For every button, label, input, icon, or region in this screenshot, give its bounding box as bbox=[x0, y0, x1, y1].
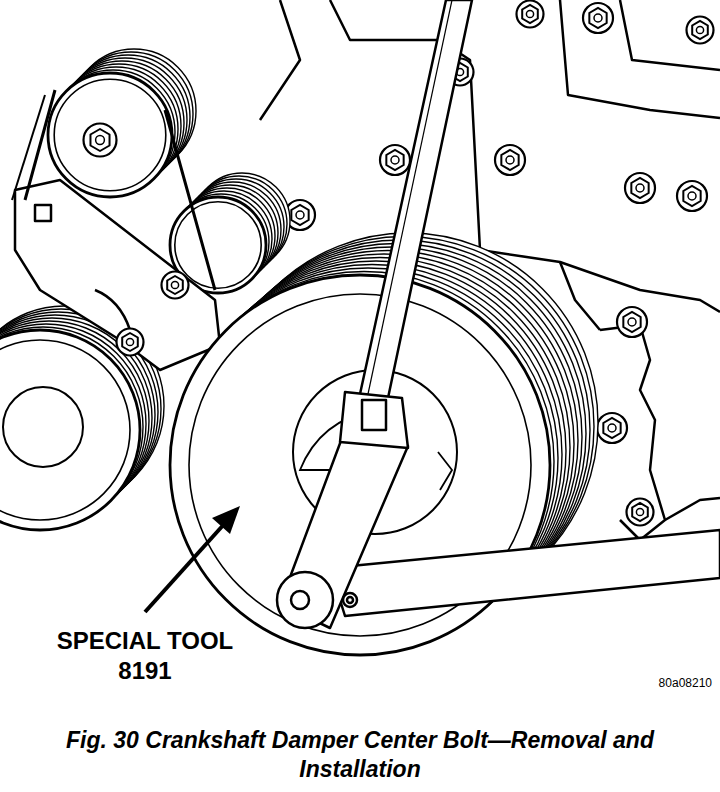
bolt-washer bbox=[617, 307, 647, 337]
tensioner-arm bbox=[95, 290, 130, 330]
cover-edge bbox=[260, 0, 300, 120]
bolt-center bbox=[96, 136, 105, 145]
lower-pulley bbox=[0, 306, 164, 530]
bolt-center bbox=[391, 156, 399, 164]
tool-lever bbox=[280, 438, 408, 628]
bolt-center bbox=[636, 184, 644, 192]
holder-handle bbox=[330, 530, 720, 616]
leader-line bbox=[145, 522, 226, 612]
bolt-head bbox=[632, 503, 648, 521]
bolt bbox=[495, 145, 525, 175]
lever-pin bbox=[347, 597, 353, 603]
lever-end bbox=[277, 572, 333, 628]
bolt-head bbox=[291, 205, 308, 225]
bolt-washer bbox=[162, 272, 189, 299]
cover-edge bbox=[665, 498, 720, 520]
drive-belt bbox=[12, 95, 45, 200]
figure-code: 80a08210 bbox=[600, 676, 712, 690]
bolt-washer bbox=[597, 413, 627, 443]
socket-square bbox=[362, 400, 386, 430]
cover-edge bbox=[620, 0, 720, 70]
bolt-head bbox=[167, 276, 183, 294]
bracket-edge bbox=[600, 325, 665, 540]
bolt-head bbox=[692, 21, 708, 39]
bolt bbox=[627, 499, 654, 526]
bolt-head bbox=[631, 178, 648, 198]
bolt-washer bbox=[625, 173, 655, 203]
drive-belt bbox=[25, 90, 215, 290]
bolt bbox=[617, 307, 647, 337]
bolt bbox=[84, 124, 117, 157]
bolt-center bbox=[171, 281, 178, 288]
bolt-head bbox=[386, 150, 403, 170]
special-tool bbox=[277, 0, 720, 628]
bolt-center bbox=[688, 192, 696, 200]
figure-caption: Fig. 30 Crankshaft Damper Center Bolt—Re… bbox=[30, 726, 690, 784]
lever-hole bbox=[343, 593, 357, 607]
bolt bbox=[687, 17, 714, 44]
pulley-rim bbox=[175, 202, 261, 288]
breaker-bar bbox=[360, 0, 472, 398]
cover-edge bbox=[560, 0, 720, 118]
bolt-head bbox=[589, 8, 606, 28]
bolt-head bbox=[90, 129, 109, 151]
pulley-face bbox=[48, 73, 172, 197]
bolt-washer bbox=[84, 124, 117, 157]
bolt-center bbox=[628, 318, 636, 326]
bolt-washer bbox=[380, 145, 410, 175]
bolt-center bbox=[296, 211, 304, 219]
bolt-washer bbox=[677, 181, 707, 211]
bolt bbox=[162, 272, 189, 299]
bolt-washer bbox=[687, 17, 714, 44]
bolt bbox=[677, 181, 707, 211]
bolt-head bbox=[522, 5, 538, 23]
bolt-head bbox=[683, 186, 700, 206]
bolt-head bbox=[122, 333, 138, 351]
bolt bbox=[380, 145, 410, 175]
tool-label: SPECIAL TOOL 8191 bbox=[30, 626, 260, 686]
bolt-center bbox=[526, 10, 533, 17]
bolt-center bbox=[608, 424, 616, 432]
leader-arrow bbox=[145, 506, 240, 612]
pulley-rim bbox=[0, 340, 130, 520]
bolt-washer bbox=[495, 145, 525, 175]
bolt-head bbox=[501, 150, 518, 170]
tensioner-bracket bbox=[15, 180, 220, 370]
tensioner-slot bbox=[35, 205, 51, 221]
bolt bbox=[583, 3, 613, 33]
bolt-head bbox=[603, 418, 620, 438]
bolt-center bbox=[636, 508, 643, 515]
bolt-center bbox=[506, 156, 514, 164]
bolt-center bbox=[594, 14, 602, 22]
bolt bbox=[117, 329, 144, 356]
bolt bbox=[597, 413, 627, 443]
pulley-rim bbox=[54, 79, 166, 191]
bar-highlight bbox=[368, 0, 452, 394]
bolt-washer bbox=[517, 1, 544, 28]
damper-key bbox=[438, 452, 452, 490]
pulley-face bbox=[0, 330, 140, 530]
bolt-washer bbox=[583, 3, 613, 33]
drive-socket bbox=[340, 392, 408, 448]
bolt-center bbox=[696, 26, 703, 33]
bolt-washer bbox=[627, 499, 654, 526]
arrow-head bbox=[212, 506, 240, 534]
bolt-center bbox=[126, 338, 133, 345]
pulley-hub bbox=[3, 387, 83, 467]
bolt-washer bbox=[117, 329, 144, 356]
bolt bbox=[517, 1, 544, 28]
tensioner-pulley bbox=[48, 49, 196, 197]
bolt-head bbox=[623, 312, 640, 332]
lever-hole bbox=[291, 591, 309, 609]
bolt bbox=[625, 173, 655, 203]
